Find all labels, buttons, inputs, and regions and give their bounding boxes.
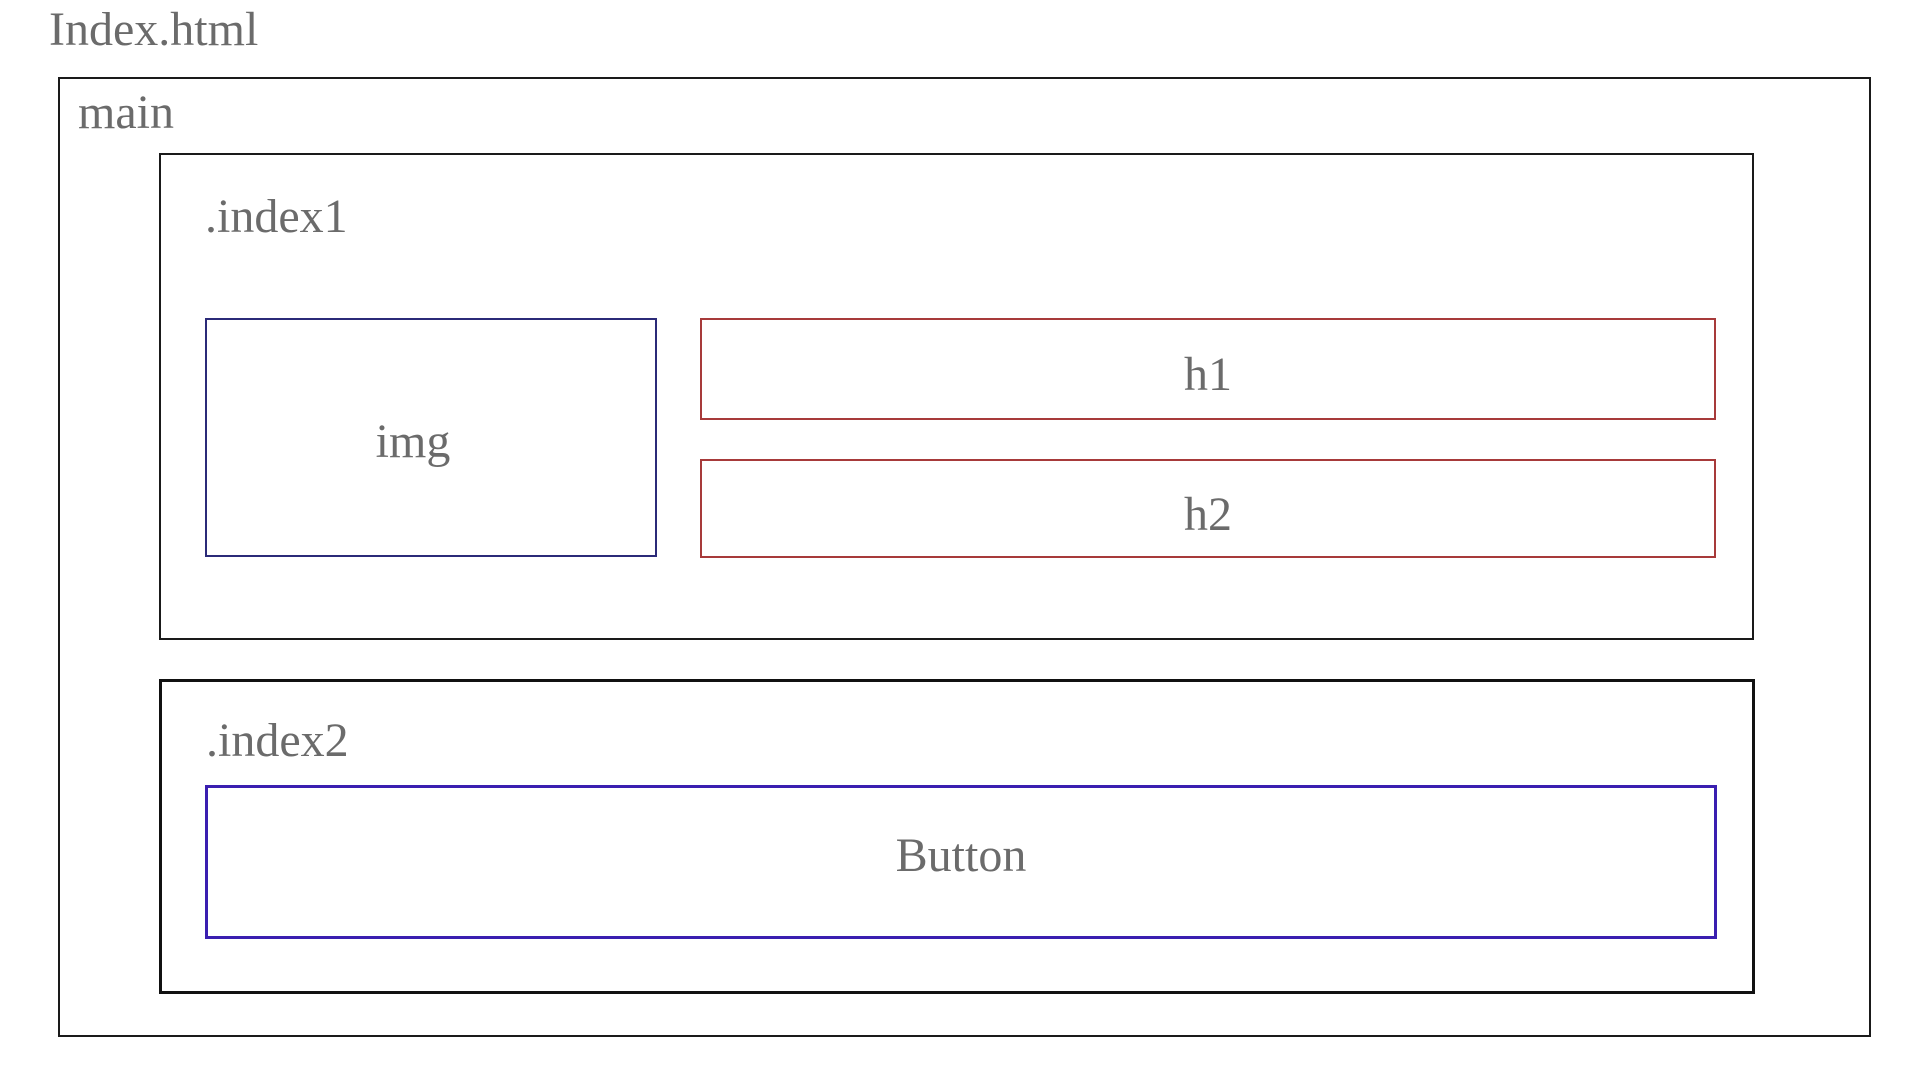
index2-label: .index2: [206, 714, 349, 767]
index1-label: .index1: [205, 190, 348, 243]
main-label: main: [78, 86, 174, 139]
h1-label: h1: [1184, 348, 1232, 401]
img-label: img: [375, 414, 451, 468]
img-placeholder-box: img: [205, 318, 657, 557]
index2-container-box: .index2: [159, 679, 1755, 994]
main-container-box: main: [58, 77, 1871, 1037]
h2-placeholder-box: h2: [700, 459, 1716, 558]
file-title: Index.html: [49, 3, 259, 56]
index1-container-box: .index1: [159, 153, 1754, 640]
h2-label: h2: [1184, 487, 1232, 541]
button-label: Button: [895, 829, 1027, 882]
button-placeholder-box[interactable]: Button: [205, 785, 1717, 939]
h1-placeholder-box: h1: [700, 318, 1716, 420]
